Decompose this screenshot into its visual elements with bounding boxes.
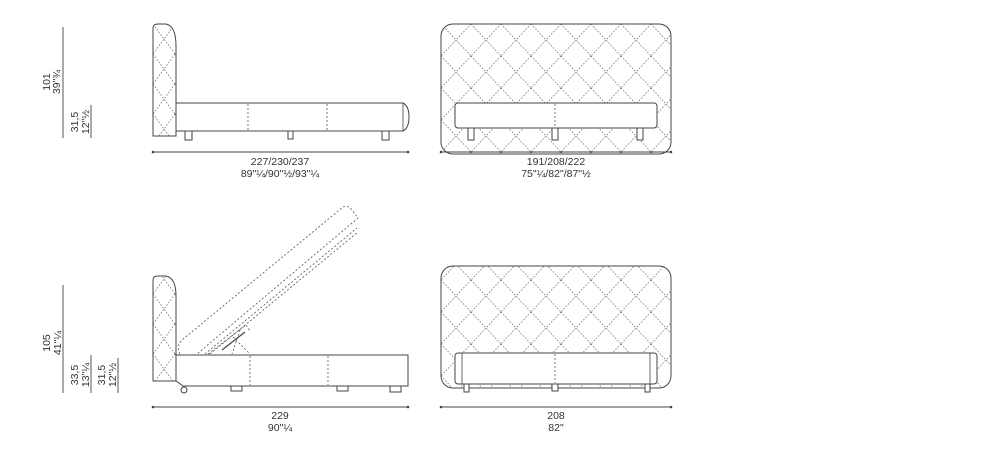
dimension-endpoint [439, 150, 443, 154]
lifted-mattress [178, 206, 359, 355]
length-in-label: 90"¼ [268, 422, 292, 434]
dimension-endpoint [406, 150, 410, 154]
side-view-storage: 229 90"¼ 105 41"¼ 33,5 13"¼ 31,5 12"½ [41, 206, 410, 434]
leg [463, 383, 470, 393]
dimension-endpoint [406, 405, 410, 409]
height-in-label: 39"¾ [51, 70, 63, 94]
length-label: 229 [271, 410, 289, 422]
width-label: 191/208/222 [527, 156, 586, 168]
side-view-fixed: 227/230/237 89"¼/90"½/93"¼ 101 39"¾ 31,5… [41, 23, 410, 180]
height-label: 101 [41, 73, 53, 91]
base-height-in-label: 12"½ [107, 363, 119, 387]
leg [389, 385, 402, 393]
front-view-fixed: 191/208/222 75"¼/82"/87"½ [439, 23, 673, 180]
width-in-label: 75"¼/82"/87"½ [521, 168, 591, 180]
height-in-label: 41"¼ [52, 331, 64, 355]
lifted-slat-frame [204, 227, 359, 355]
dimension-endpoint [669, 150, 673, 154]
height-label: 105 [41, 334, 53, 352]
leg [644, 383, 651, 393]
width-in-label: 82" [548, 422, 564, 434]
dimension-endpoint [439, 405, 443, 409]
frame-height-in-label: 13"¼ [80, 363, 92, 387]
dimension-endpoint [151, 405, 155, 409]
leg [467, 127, 475, 141]
width-label: 208 [547, 410, 565, 422]
caster-wheel [180, 386, 188, 394]
bed-base [454, 352, 658, 385]
dimension-endpoint [151, 150, 155, 154]
leg [551, 383, 559, 392]
length-label: 227/230/237 [251, 156, 310, 168]
leg [381, 130, 390, 141]
headboard-quilting [153, 276, 176, 381]
base-height-in-label: 12"½ [80, 110, 92, 134]
leg [230, 385, 243, 392]
bed-base [454, 102, 658, 129]
bed-base [175, 102, 410, 132]
leg [184, 130, 193, 141]
bed-base [175, 354, 409, 387]
front-view-storage: 208 82" [439, 265, 673, 434]
headboard-quilting [153, 24, 176, 136]
base-height-label: 31,5 [69, 112, 81, 133]
gas-piston [221, 331, 246, 351]
length-in-label: 89"¼/90"½/93"¼ [241, 168, 320, 180]
dimension-endpoint [669, 405, 673, 409]
base-height-label: 31,5 [96, 365, 108, 386]
leg [287, 130, 294, 140]
leg [336, 385, 349, 392]
leg [636, 127, 644, 141]
leg [551, 127, 559, 141]
frame-height-label: 33,5 [69, 365, 81, 386]
